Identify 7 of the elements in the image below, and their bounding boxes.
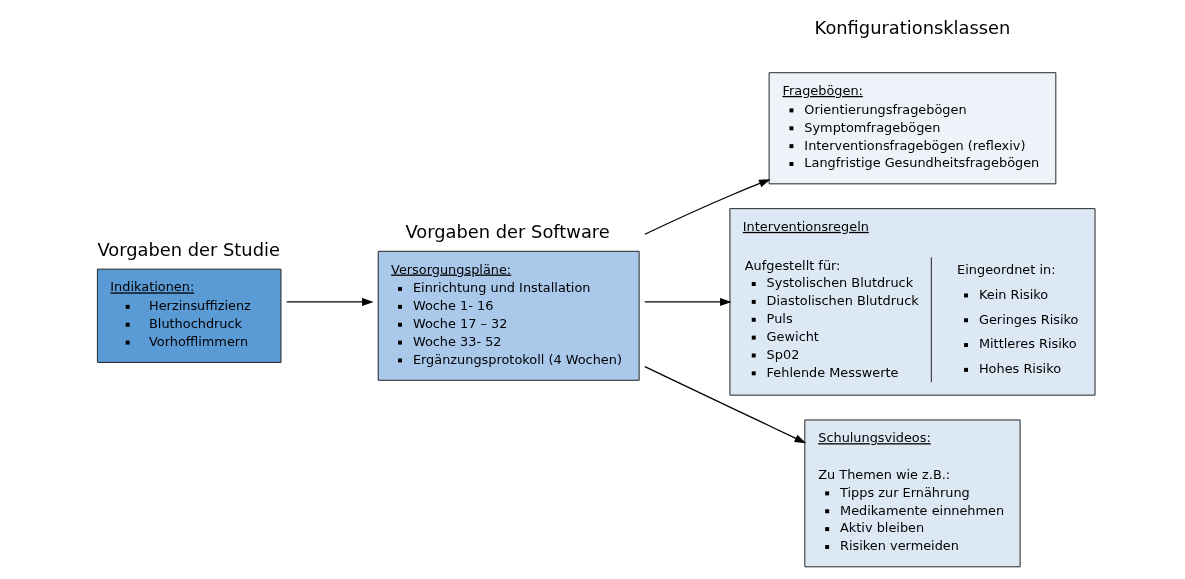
arrow: [643, 297, 732, 306]
node-label: Vorgaben der Software: [404, 220, 610, 242]
node-label: Vorgaben der Studie: [96, 238, 280, 260]
label: Konfigurationsklassen: [814, 17, 1010, 39]
arrow: [643, 179, 771, 235]
arrow: [285, 297, 374, 306]
arrow: [643, 365, 806, 444]
